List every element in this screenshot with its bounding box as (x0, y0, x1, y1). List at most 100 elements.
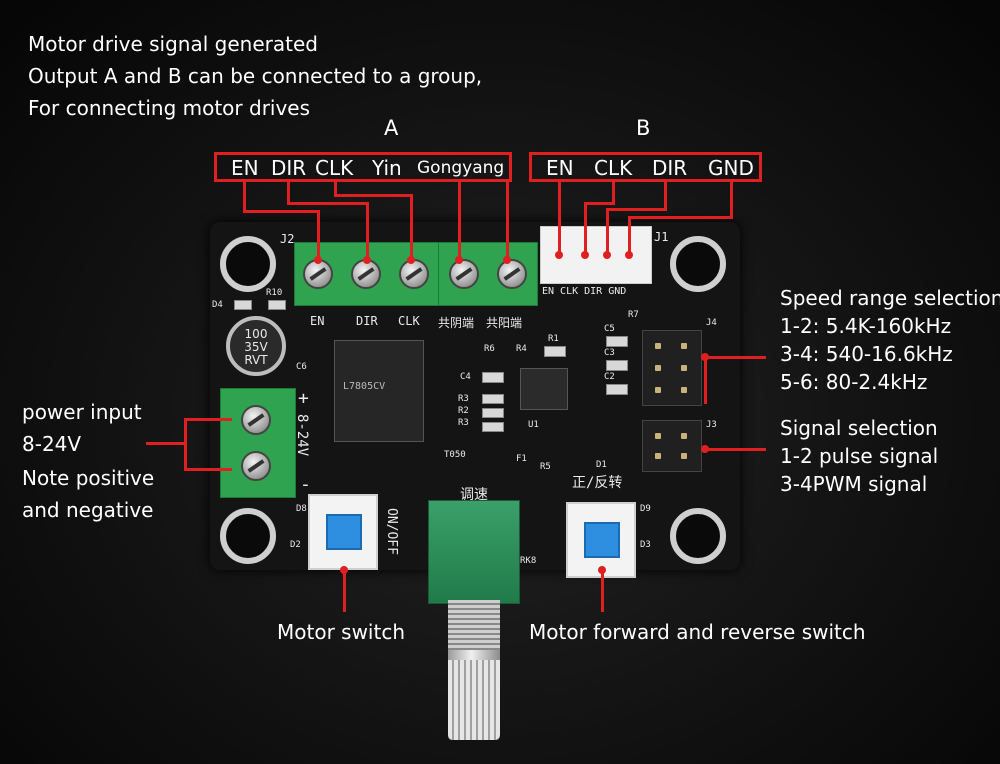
signal-jumper-header-j3[interactable] (642, 420, 702, 472)
silk-d8: D8 (296, 504, 307, 514)
silk-on-off: ON/OFF (384, 508, 399, 555)
silk-d2: D2 (290, 540, 301, 550)
silk-d9: D9 (640, 504, 651, 514)
heading-line-3: For connecting motor drives (28, 96, 311, 120)
potentiometer-shaft[interactable] (448, 600, 500, 740)
capacitor-c2 (606, 384, 628, 395)
terminal-block-j2-right (438, 242, 538, 306)
silk-d4: D4 (212, 300, 223, 310)
silk-r10: R10 (266, 288, 283, 298)
silk-c8: T050 (444, 450, 466, 460)
silk-r5: R5 (540, 462, 551, 472)
heading-line-1: Motor drive signal generated (28, 32, 318, 56)
speed-range-5-6: 5-6: 80-2.4kHz (780, 370, 928, 394)
signal-selection-title: Signal selection (780, 416, 938, 440)
resistor-r2 (482, 408, 504, 418)
power-note-line-1: Note positive (22, 466, 155, 490)
mount-hole-top-right (670, 236, 726, 292)
silk-f1: F1 (516, 454, 527, 464)
silk-minus: - (300, 474, 311, 495)
power-input-title: power input (22, 400, 142, 424)
voltage-regulator: L7805CV (334, 340, 424, 442)
knob-knurl (448, 660, 500, 740)
heading-text: Motor drive signal generated Output A an… (28, 28, 482, 124)
silk-d1: D1 (596, 460, 607, 470)
capacitor-c4 (482, 372, 504, 383)
silk-c3: C3 (604, 348, 615, 358)
speed-potentiometer[interactable] (428, 500, 520, 608)
a-pin-clk: CLK (315, 156, 354, 180)
silk-c4: C4 (460, 372, 471, 382)
direction-switch-label: Motor forward and reverse switch (529, 620, 866, 644)
silk-rk8: RK8 (520, 556, 537, 566)
silk-r6: R6 (484, 344, 495, 354)
silk-jst-labels: EN CLK DIR GND (542, 286, 627, 297)
resistor-r3 (482, 394, 504, 404)
a-pin-yin: Yin (372, 156, 402, 180)
silk-d3: D3 (640, 540, 651, 550)
power-input-voltage: 8-24V (22, 432, 82, 456)
silk-r3b: R3 (458, 418, 469, 428)
silk-clk: CLK (398, 314, 420, 328)
heading-line-2: Output A and B can be connected to a gro… (28, 64, 483, 88)
speed-range-3-4: 3-4: 540-16.6kHz (780, 342, 953, 366)
silk-common-anode: 共阳端 (486, 316, 523, 330)
speed-range-title: Speed range selection (780, 286, 1000, 310)
a-pin-en: EN (231, 156, 259, 180)
silk-forward-reverse: 正/反转 (572, 475, 623, 491)
screw-power-negative (241, 451, 271, 481)
resistor-r1 (544, 346, 566, 357)
speed-range-jumper-header-j4[interactable] (642, 330, 702, 406)
screw-dir (351, 259, 381, 289)
capacitor-c5 (606, 336, 628, 347)
signal-selection-1-2: 1-2 pulse signal (780, 444, 939, 468)
silk-plus: + (298, 388, 309, 409)
mount-hole-bottom-left (220, 508, 276, 564)
b-pin-gnd: GND (708, 156, 754, 180)
cap-brand: RVT (244, 353, 268, 367)
motor-switch-button[interactable] (326, 514, 362, 550)
potentiometer-body (428, 500, 520, 604)
signal-selection-3-4: 3-4PWM signal (780, 472, 928, 496)
silk-c6: C6 (296, 362, 307, 372)
shaft-thread (448, 600, 500, 650)
silk-r3: R3 (458, 394, 469, 404)
silk-j4: J4 (706, 318, 717, 328)
silk-c2: C2 (604, 372, 615, 382)
mount-hole-bottom-right (670, 508, 726, 564)
label-j1: J1 (654, 230, 669, 244)
b-pin-clk: CLK (594, 156, 633, 180)
electrolytic-capacitor: 100 35V RVT (226, 316, 286, 376)
power-terminal-block (220, 388, 296, 498)
regulator-marking: L7805CV (343, 381, 386, 392)
group-a-pin-box: EN DIR CLK Yin Gongyang (214, 152, 512, 182)
pcb-board: J2 EN DIR CLK 共阴端 共阳端 J1 EN CLK DIR GND … (210, 222, 740, 570)
silk-common-cathode: 共阴端 (438, 316, 475, 330)
b-pin-dir: DIR (652, 156, 688, 180)
diode-d4 (234, 300, 252, 310)
group-b-label: B (636, 116, 651, 140)
motor-switch-label: Motor switch (277, 620, 405, 644)
screw-yang (497, 259, 527, 289)
silk-r1: R1 (548, 334, 559, 344)
resistor-r10 (268, 300, 286, 310)
silk-en: EN (310, 314, 325, 328)
cap-voltage: 35V (244, 340, 268, 354)
direction-switch-button[interactable] (584, 522, 620, 558)
speed-range-1-2: 1-2: 5.4K-160kHz (780, 314, 952, 338)
forward-reverse-switch[interactable] (566, 502, 636, 578)
capacitor-c3 (606, 360, 628, 371)
silk-u1: U1 (528, 420, 539, 430)
silk-dir: DIR (356, 314, 378, 328)
screw-power-positive (241, 405, 271, 435)
silk-r4: R4 (516, 344, 527, 354)
silk-r2: R2 (458, 406, 469, 416)
label-j2: J2 (280, 232, 295, 246)
resistor-r3b (482, 422, 504, 432)
cap-value: 100 (244, 327, 268, 341)
group-b-pin-box: EN CLK DIR GND (529, 152, 762, 182)
mount-hole-top-left (220, 236, 276, 292)
motor-on-off-switch[interactable] (308, 494, 378, 570)
ic-u1 (520, 368, 568, 410)
a-pin-gongyang: Gongyang (417, 158, 505, 178)
